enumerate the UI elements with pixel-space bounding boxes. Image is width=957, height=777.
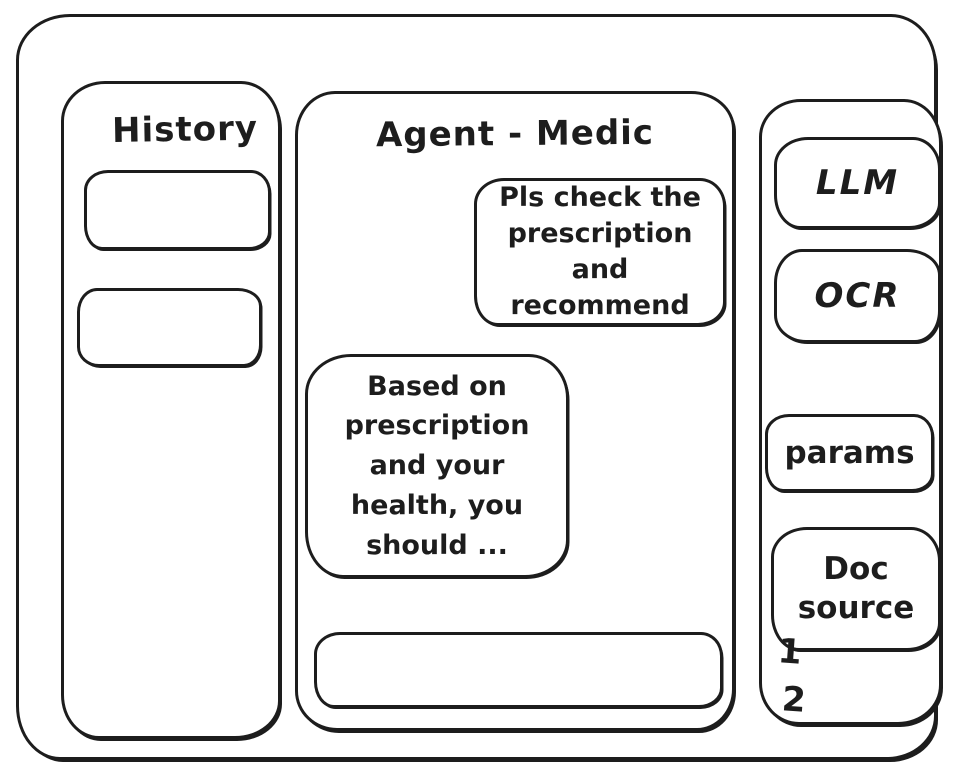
chat-title: Agent - Medic bbox=[375, 112, 655, 156]
doc-source-item-2[interactable]: 2 bbox=[780, 679, 808, 721]
history-item[interactable] bbox=[84, 170, 271, 250]
assistant-message-bubble: Based on prescription and your health, y… bbox=[305, 354, 569, 578]
tools-sidebar: LLM OCR params Doc source 1 2 bbox=[759, 99, 942, 725]
params-button[interactable]: params bbox=[765, 414, 934, 492]
user-message-bubble: Pls check the prescription and recommend bbox=[474, 178, 726, 326]
history-title: History bbox=[111, 108, 259, 152]
doc-source-item-1[interactable]: 1 bbox=[776, 631, 804, 673]
app-window: History Agent - Medic Pls check the pres… bbox=[16, 14, 942, 760]
chat-panel: Agent - Medic Pls check the prescription… bbox=[295, 91, 735, 731]
history-sidebar: History bbox=[61, 81, 281, 739]
chat-input[interactable] bbox=[314, 632, 723, 708]
doc-source-button[interactable]: Doc source bbox=[771, 527, 941, 651]
user-message-text: Pls check the prescription and recommend bbox=[499, 181, 701, 322]
llm-button[interactable]: LLM bbox=[774, 137, 941, 229]
history-item[interactable] bbox=[77, 288, 262, 367]
assistant-message-text: Based on prescription and your health, y… bbox=[344, 370, 530, 561]
ocr-button[interactable]: OCR bbox=[774, 249, 941, 343]
